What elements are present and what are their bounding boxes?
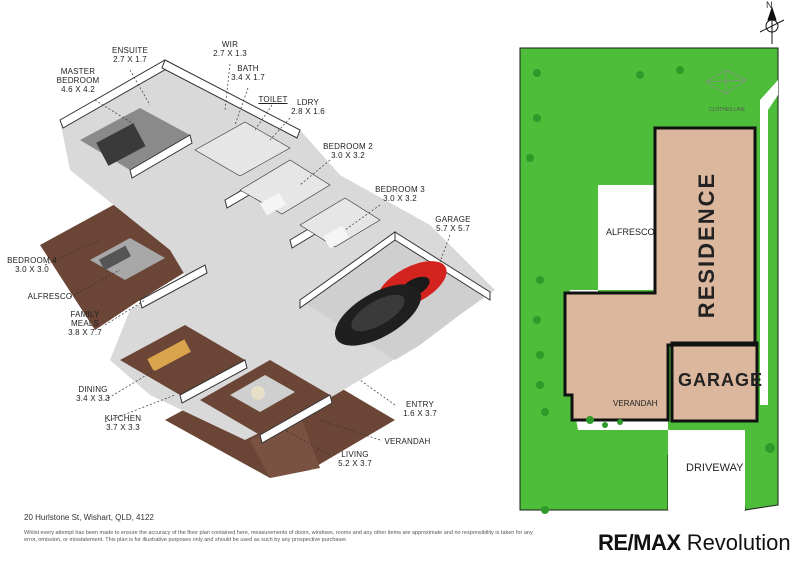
label-verandah: VERANDAH bbox=[384, 437, 431, 446]
garage-block bbox=[670, 341, 759, 423]
trees bbox=[526, 66, 775, 514]
brand-sub: Revolution bbox=[686, 530, 791, 555]
driveway bbox=[668, 430, 745, 510]
master-bed bbox=[96, 123, 146, 166]
residence bbox=[563, 126, 757, 422]
dining-table bbox=[147, 339, 191, 372]
family-rug bbox=[90, 238, 165, 280]
brand-logo: RE/MAX Revolution bbox=[598, 530, 791, 556]
label-alfresco: ALFRESCO bbox=[27, 292, 73, 301]
site-residence-label: RESIDENCE bbox=[694, 171, 719, 319]
label-bedroom-3: BEDROOM 33.0 x 3.2 bbox=[375, 185, 425, 203]
site-alfresco-label: ALFRESCO bbox=[606, 227, 655, 237]
brand-main: RE/MAX bbox=[598, 530, 681, 555]
site-driveway-label: DRIVEWAY bbox=[686, 462, 744, 474]
living-deck bbox=[250, 415, 320, 478]
disclaimer-text: Whilst every attempt has been made to en… bbox=[24, 530, 533, 543]
site-garage-label: GARAGE bbox=[678, 370, 764, 390]
dining-floor bbox=[120, 325, 245, 395]
site-clothes-line-label: CLOTHES LINE bbox=[708, 107, 746, 113]
label-toilet: TOILET bbox=[258, 95, 288, 104]
alfresco-pad bbox=[570, 185, 655, 295]
north-label: N bbox=[766, 0, 773, 10]
label-bedroom-2: BEDROOM 23.0 x 3.2 bbox=[323, 142, 373, 160]
site-verandah-label: VERANDAH bbox=[613, 399, 658, 408]
label-bedroom-4: BEDROOM 43.0 x 3.0 bbox=[7, 256, 57, 274]
clothes-line-icon bbox=[705, 69, 747, 95]
north-arrow-icon bbox=[759, 6, 785, 44]
property-address: 20 Hurlstone St, Wishart, QLD, 4122 bbox=[24, 513, 154, 522]
